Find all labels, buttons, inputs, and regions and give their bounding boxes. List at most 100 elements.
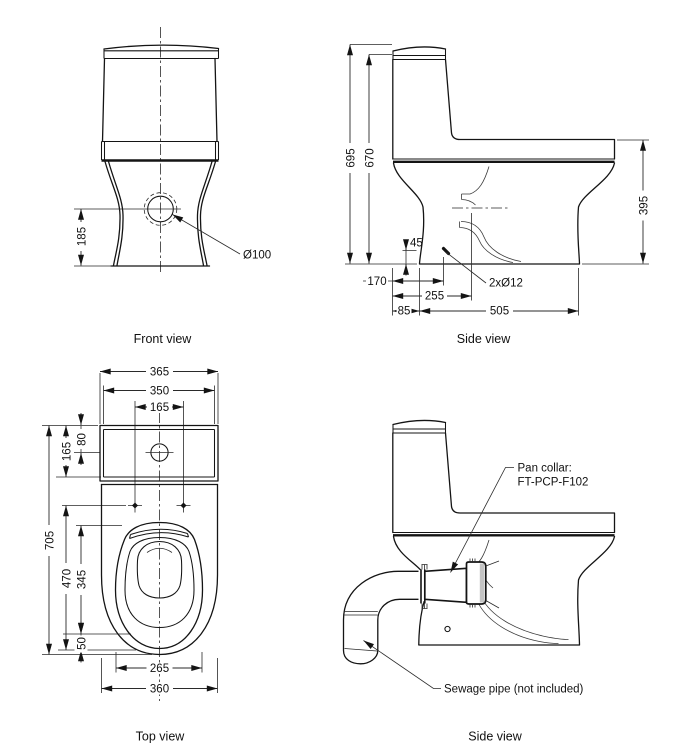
cistern-lid-band [103, 48, 220, 60]
pan-collar [418, 558, 500, 609]
dim-label-bg [42, 525, 56, 556]
dim-695-label: 695 [346, 148, 358, 167]
dim-label-bg [366, 275, 388, 287]
bowl-profile [392, 535, 616, 646]
seat-outer [114, 521, 204, 650]
dim-670-label: 670 [365, 148, 377, 167]
dim-185-label: 185 [77, 227, 89, 246]
dim-170-label: 170 [367, 276, 386, 288]
gasket-shading [479, 563, 485, 603]
fixing-bolt-mark [441, 246, 451, 256]
cistern-inner [102, 428, 216, 478]
flange-clamp-bottom [421, 603, 428, 609]
bolt-callout-label: 2xØ12 [489, 278, 523, 290]
dim-85-label: 85 [398, 306, 411, 318]
leader-line [172, 214, 241, 255]
dim-label-bg [486, 305, 513, 317]
flange-clamp-top [421, 564, 428, 570]
collar-underlay [418, 570, 426, 601]
cistern-lid-band [392, 49, 447, 61]
seat-band [100, 140, 220, 160]
cistern-lid-arc [392, 419, 447, 426]
side1-dimensions: 695 670 395 45 170 255 85 505 [343, 44, 651, 318]
dim-350-label: 350 [150, 386, 169, 398]
dim-705-label: 705 [45, 531, 57, 550]
dim-label-bg [74, 222, 88, 251]
dim-365-label: 365 [150, 367, 169, 379]
top-dimensions: 365 350 165 80 165 705 470 345 [42, 366, 218, 696]
internal-trap-lines [472, 539, 569, 644]
sewage-pipe-leader [363, 640, 441, 689]
front-outline [100, 44, 220, 267]
socket-joint-lines [343, 611, 378, 616]
dim-395-label: 395 [639, 196, 651, 215]
dim-505-label: 505 [490, 306, 509, 318]
elbow-body [342, 570, 423, 665]
dim-label-bg [422, 290, 447, 302]
sewage-pipe-label: Sewage pipe (not included) [444, 684, 584, 696]
dim-label-bg [74, 429, 88, 449]
dim-label-bg [146, 366, 173, 378]
pan-collar-leader [450, 467, 514, 573]
cistern-lid-band [392, 422, 447, 434]
tank-back-and-seat-top [444, 58, 616, 160]
collar-tube [423, 567, 468, 604]
front-dimension-185: 185 [74, 208, 181, 267]
dim-45-label: 45 [410, 238, 423, 250]
pedestal-curves [104, 160, 217, 267]
dim-label-bg [146, 662, 173, 674]
top-outline [99, 424, 219, 656]
dim-360-label: 360 [150, 684, 169, 696]
pipe-end-cut [344, 648, 378, 652]
cistern-outer [99, 424, 219, 482]
crosshair-diamond [180, 502, 187, 509]
extension-lines [74, 208, 181, 267]
side2-outline [392, 419, 616, 646]
side2-callouts: Pan collar: FT-PCP-F102 Sewage pipe (not… [363, 463, 589, 696]
seat-bolt-hole-left [128, 498, 142, 513]
dim-165-left-label: 165 [62, 442, 74, 461]
dim-label-bg [343, 143, 357, 173]
side-view-bottom-label: Side view [468, 730, 522, 744]
dim-label-bg [636, 190, 650, 221]
dim-165-top-label: 165 [150, 402, 169, 414]
dim-label-bg [362, 143, 376, 173]
front-diameter-callout: Ø100 [172, 214, 271, 262]
bowl-profile [392, 162, 616, 265]
pan-collar-label-line2: FT-PCP-F102 [518, 477, 589, 489]
bell-clamp-top [469, 558, 476, 562]
bolt-hole [444, 625, 451, 633]
bolt-leader [446, 252, 487, 284]
front-view-label: Front view [134, 332, 193, 346]
top-view-label: Top view [136, 730, 186, 744]
dim-label-bg [146, 683, 173, 695]
front-view: 185 Ø100 Front view [74, 27, 271, 346]
side-view-top: 695 670 395 45 170 255 85 505 [343, 44, 651, 346]
dim-label-bg [396, 305, 412, 317]
diameter-label: Ø100 [243, 250, 271, 262]
seat-hinge-strip [128, 528, 190, 539]
tank-sides [101, 57, 218, 143]
dim-470-label: 470 [62, 569, 74, 588]
cistern-lid-arc [392, 46, 447, 52]
body-outline [100, 483, 219, 656]
side-view-top-label: Side view [457, 332, 511, 346]
top-view: 365 350 165 80 165 705 470 345 [42, 366, 219, 744]
seat-inner [124, 536, 195, 629]
dim-255-label: 255 [425, 291, 444, 303]
side-view-bottom: Pan collar: FT-PCP-F102 Sewage pipe (not… [342, 419, 616, 744]
dim-label-bg [59, 438, 73, 465]
top-extension-lines [42, 373, 219, 693]
side1-extension-lines [345, 44, 649, 316]
internal-trap-lines [459, 166, 522, 263]
dim-label-bg [74, 564, 88, 595]
water-line-arc [146, 547, 173, 553]
side1-outline [392, 46, 616, 265]
dim-label-bg [146, 385, 173, 397]
outlet-spigot-lines [485, 560, 500, 609]
dim-label-bg [59, 563, 73, 594]
sewage-elbow-pipe [342, 570, 423, 665]
bell-clamp-bottom [469, 604, 476, 608]
